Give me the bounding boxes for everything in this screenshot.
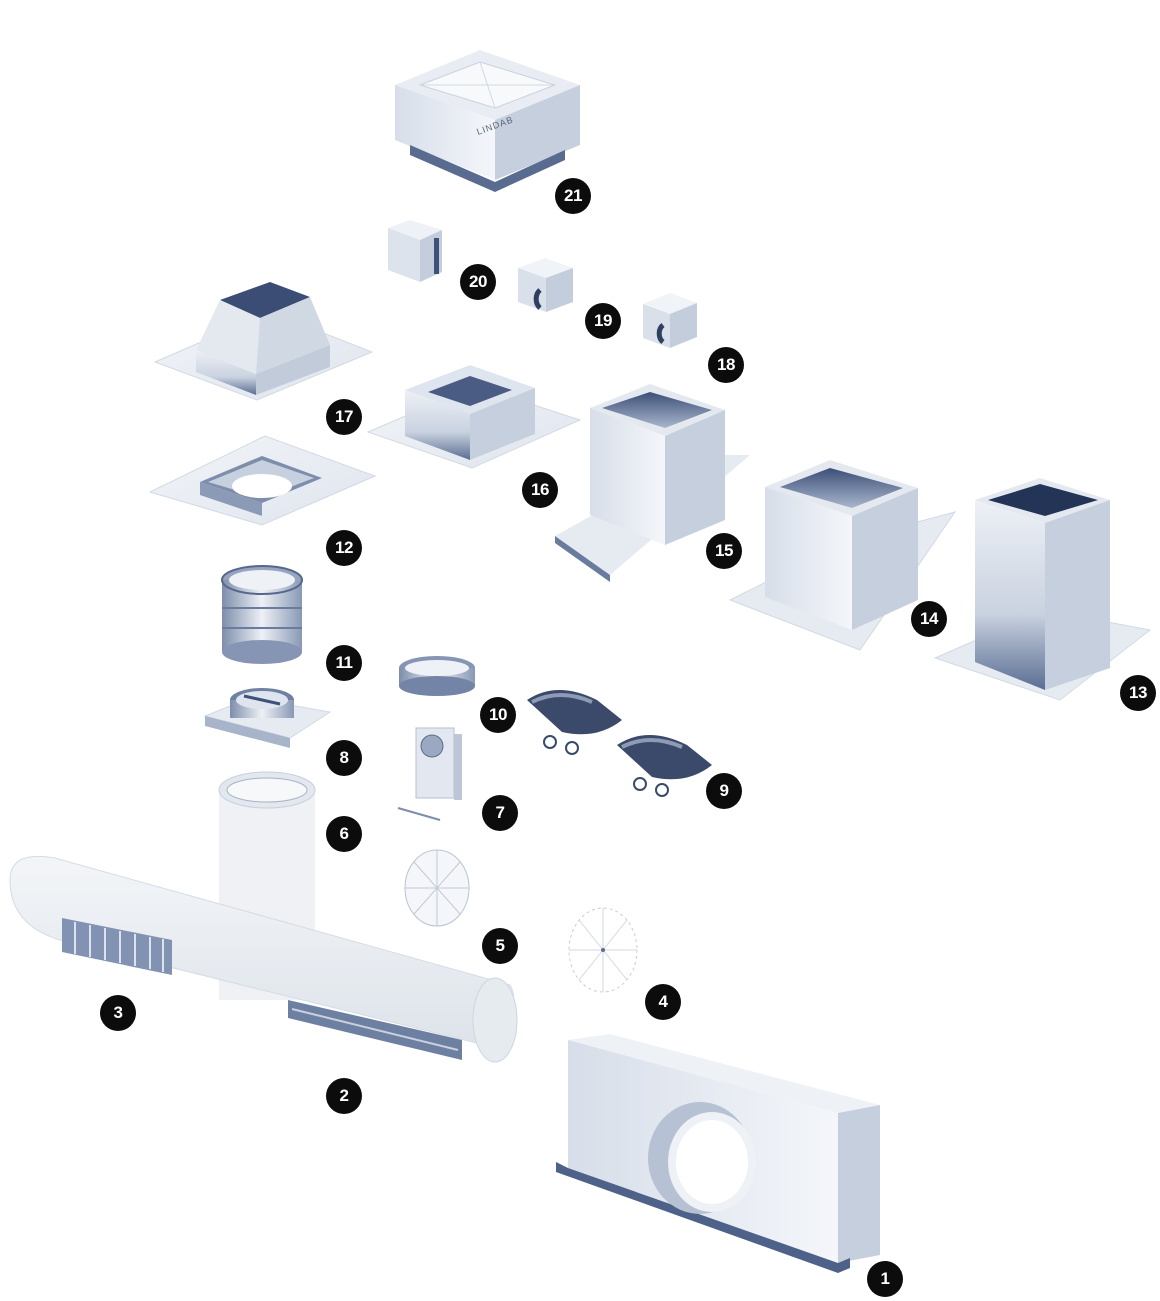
badge-21: 21 [555,178,591,214]
badge-6: 6 [326,816,362,852]
part-12-flange-collar [150,436,375,525]
badge-12: 12 [326,530,362,566]
badge-9: 9 [706,773,742,809]
part-1-plenum-box [556,1034,880,1273]
part-17-roof-curb [155,282,372,400]
part-9-flexible-connectors [527,690,712,796]
part-4-radial-disc [569,908,637,992]
badge-11: 11 [326,645,362,681]
badge-18: 18 [708,347,744,383]
badge-7: 7 [482,795,518,831]
badge-8: 8 [326,740,362,776]
badge-19: 19 [585,303,621,339]
part-11-stacked-rings [222,566,302,664]
badge-16: 16 [522,472,558,508]
badge-3: 3 [100,995,136,1031]
part-10-ring [399,656,475,696]
part-16-square-curb [368,365,580,468]
badge-14: 14 [911,601,947,637]
badge-1: 1 [867,1261,903,1297]
badge-15: 15 [706,533,742,569]
badge-20: 20 [460,264,496,300]
badge-2: 2 [326,1078,362,1114]
part-20-small-box [388,220,442,282]
badge-10: 10 [480,697,516,733]
badge-5: 5 [482,928,518,964]
part-13-open-duct [935,478,1150,700]
part-19-cube [518,258,573,312]
part-8-damper-plate [205,688,330,748]
part-21-roof-hood: LINDAB [395,50,580,192]
part-18-cube [643,293,697,348]
part-7-actuator [398,728,462,820]
badge-13: 13 [1120,675,1156,711]
part-5-perforated-disc [405,850,469,926]
badge-17: 17 [326,399,362,435]
badge-4: 4 [645,984,681,1020]
